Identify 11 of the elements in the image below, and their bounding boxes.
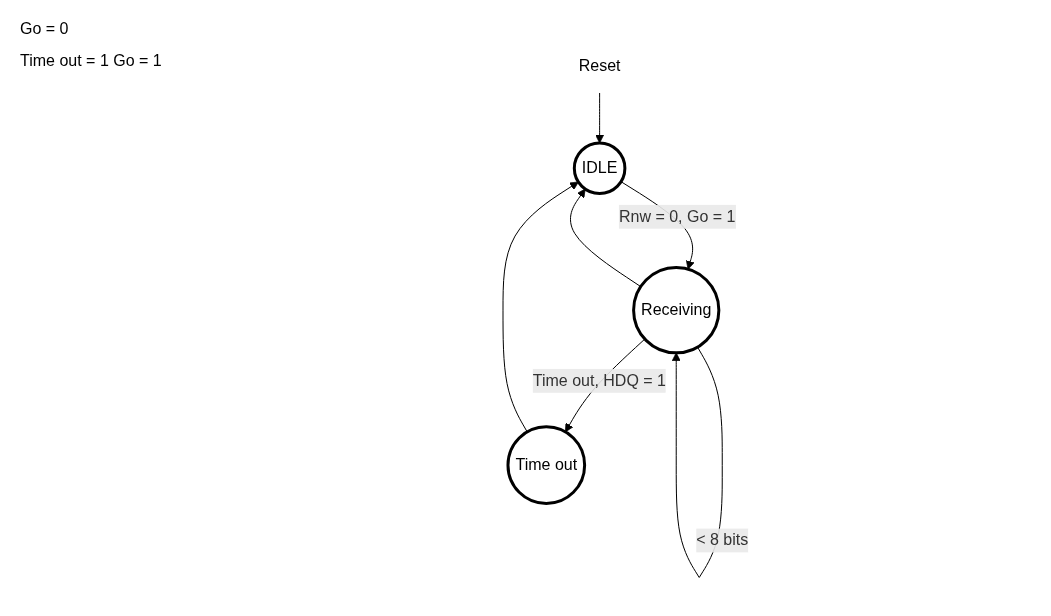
arrow — [502, 181, 579, 433]
node-circle: Receiving — [631, 265, 721, 354]
arrow — [569, 188, 642, 287]
edge-label: Rnw = 0, Go = 1 — [618, 207, 736, 225]
condition-note: Time out = 1 Go = 1 — [20, 52, 163, 70]
condition-note: Go = 0 — [20, 20, 70, 38]
edge-label: < 8 bits — [696, 531, 749, 549]
node-text: Reset — [578, 56, 621, 74]
edge-label: Time out, HDQ = 1 — [532, 371, 666, 389]
node-circle: IDLE — [572, 141, 627, 195]
node-circle: Time out — [506, 425, 586, 505]
